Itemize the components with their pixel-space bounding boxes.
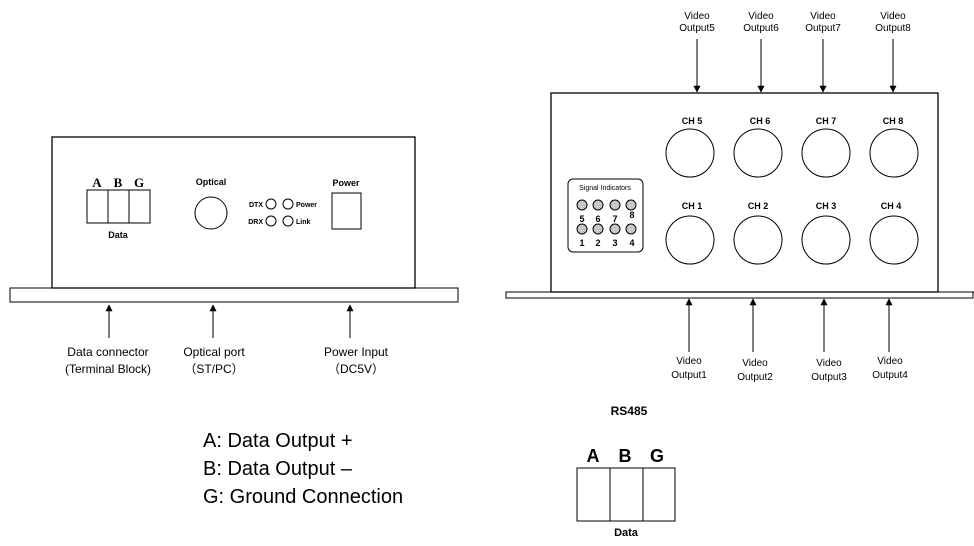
power-input-callout-line1: Power Input: [324, 345, 389, 359]
top-output-6-line1: Video: [748, 11, 774, 22]
bottom-output-1-line1: Video: [676, 356, 702, 367]
indicator-power-led: [282, 198, 294, 210]
channel-label-ch1: CH 1: [682, 201, 703, 211]
signal-number-7: 7: [612, 214, 617, 224]
bnc-connector-ch7: [801, 128, 851, 178]
signal-led: [592, 223, 604, 235]
indicator-dtx-label: DTX: [249, 202, 263, 209]
power-label: Power: [332, 178, 360, 188]
indicator-drx-label: DRX: [248, 219, 263, 226]
terminal-letter-a: A: [92, 175, 102, 190]
bnc-connector-ch3: [801, 215, 851, 265]
bottom-output-2-line2: Output2: [737, 372, 773, 383]
bottom-output-4-line1: Video: [877, 356, 903, 367]
signal-number-5: 5: [579, 214, 584, 224]
channel-label-ch4: CH 4: [881, 201, 902, 211]
top-output-5-line1: Video: [684, 11, 710, 22]
indicator-link-led: [282, 215, 294, 227]
bnc-connector-ch6: [733, 128, 783, 178]
legend: A: Data Output + B: Data Output – G: Gro…: [203, 430, 403, 508]
signal-leds: [576, 199, 637, 235]
rs485-letter-a: A: [587, 446, 600, 466]
channel-label-ch7: CH 7: [816, 116, 837, 126]
terminal-letter-b: B: [114, 175, 123, 190]
signal-indicators-title: Signal Indicators: [579, 185, 631, 192]
rs485-detail: RS485 A B G Data: [576, 404, 676, 539]
indicator-link-label: Link: [296, 219, 310, 226]
rs485-title: RS485: [611, 404, 648, 418]
legend-item-g: G: Ground Connection: [203, 486, 403, 508]
channel-label-ch2: CH 2: [748, 201, 769, 211]
terminal-block: [86, 189, 151, 224]
signal-led: [609, 223, 621, 235]
rs485-label: Data: [614, 527, 639, 539]
signal-number-4: 4: [629, 238, 634, 248]
top-output-8-line2: Output8: [875, 23, 911, 34]
channel-label-ch3: CH 3: [816, 201, 837, 211]
signal-number-2: 2: [595, 238, 600, 248]
right-unit-base-plate: [505, 291, 974, 299]
indicator-power-label: Power: [296, 202, 317, 209]
signal-indicators-panel: [567, 178, 644, 253]
signal-led: [625, 199, 637, 211]
channel-label-ch8: CH 8: [883, 116, 904, 126]
bottom-output-4-line2: Output4: [872, 370, 908, 381]
bnc-connector-ch8: [869, 128, 919, 178]
signal-led: [592, 199, 604, 211]
top-output-6-line2: Output6: [743, 23, 779, 34]
indicator-dtx-led: [265, 198, 277, 210]
legend-item-b: B: Data Output –: [203, 458, 353, 480]
top-output-8-line1: Video: [880, 11, 906, 22]
indicator-drx-led: [265, 215, 277, 227]
signal-number-6: 6: [595, 214, 600, 224]
signal-led: [625, 223, 637, 235]
bottom-output-3-line2: Output3: [811, 372, 847, 383]
bottom-output-3-line1: Video: [816, 358, 842, 369]
optical-port-callout-line2: （ST/PC）: [184, 362, 243, 376]
bnc-connector-ch5: [665, 128, 715, 178]
rs485-letter-b: B: [619, 446, 632, 466]
power-jack: [331, 192, 362, 230]
channel-label-ch6: CH 6: [750, 116, 771, 126]
signal-led: [576, 199, 588, 211]
right-unit-body: [550, 92, 939, 293]
bottom-output-2-line1: Video: [742, 358, 768, 369]
right-unit: Video Output5 Video Output6 Video Output…: [505, 11, 974, 383]
top-output-5-line2: Output5: [679, 23, 715, 34]
optical-port-callout-line1: Optical port: [183, 345, 245, 359]
bnc-connector-ch4: [869, 215, 919, 265]
rs485-letter-g: G: [650, 446, 664, 466]
left-unit: A B G Data Optical DTX Power DRX Link Po…: [9, 136, 459, 376]
terminal-letter-g: G: [134, 175, 144, 190]
optical-label: Optical: [196, 177, 227, 187]
optical-port: [194, 196, 228, 230]
signal-number-8: 8: [629, 210, 634, 220]
terminal-label: Data: [108, 230, 129, 240]
left-unit-base-plate: [9, 287, 459, 303]
bnc-connector-ch1: [665, 215, 715, 265]
signal-number-1: 1: [579, 238, 584, 248]
signal-led: [576, 223, 588, 235]
bottom-output-1-line2: Output1: [671, 370, 707, 381]
legend-item-a: A: Data Output +: [203, 430, 353, 452]
channel-label-ch5: CH 5: [682, 116, 703, 126]
bnc-connector-ch2: [733, 215, 783, 265]
data-connector-callout-line2: (Terminal Block): [65, 362, 151, 376]
top-output-7-line2: Output7: [805, 23, 841, 34]
data-connector-callout-line1: Data connector: [67, 345, 148, 359]
signal-led: [609, 199, 621, 211]
rs485-terminal-block: [576, 467, 676, 522]
power-input-callout-line2: （DC5V）: [328, 362, 384, 376]
top-output-7-line1: Video: [810, 11, 836, 22]
signal-number-3: 3: [612, 238, 617, 248]
